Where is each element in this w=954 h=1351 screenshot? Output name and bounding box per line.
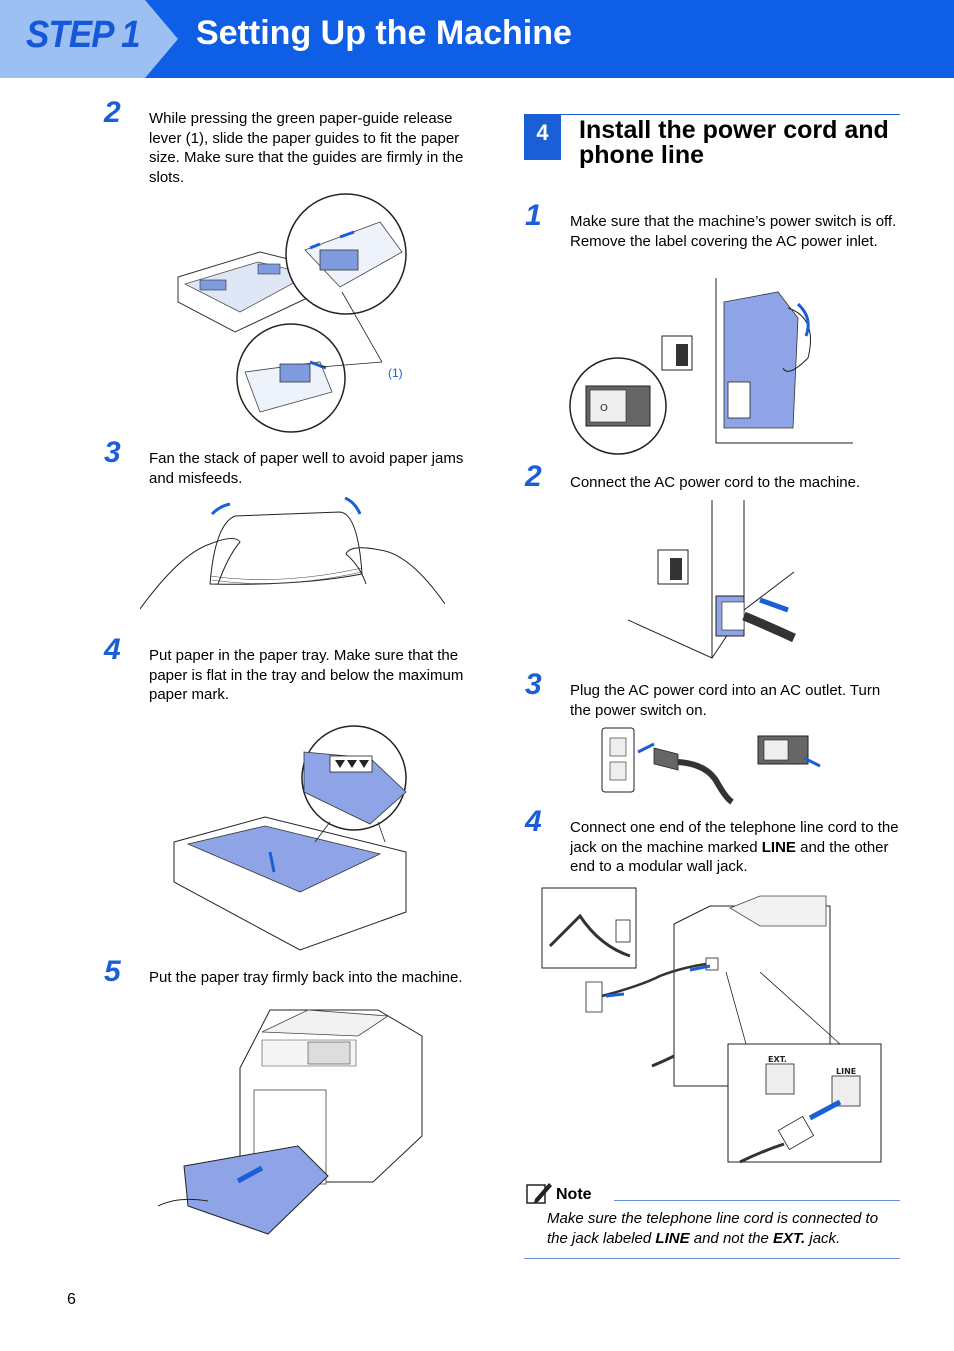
step-text: While pressing the green paper-guide rel… bbox=[149, 110, 464, 186]
fan-paper-illustration bbox=[140, 496, 445, 610]
step-tab: STEP 1 bbox=[0, 0, 178, 78]
section-rule bbox=[561, 114, 900, 115]
svg-text:O: O bbox=[600, 403, 608, 414]
header-bar: STEP 1 Setting Up the Machine bbox=[0, 0, 954, 78]
step-number: 4 bbox=[525, 805, 542, 838]
step-text: Put the paper tray firmly back into the … bbox=[149, 969, 463, 986]
step-text: Connect the AC power cord to the machine… bbox=[570, 474, 861, 491]
line-jack-label: LINE bbox=[836, 1067, 856, 1076]
power-switch-illustration: O bbox=[569, 278, 853, 455]
note-title: Note bbox=[556, 1186, 592, 1203]
step-number: 4 bbox=[104, 633, 121, 666]
step-text-part: and the other end to a modular wall jack… bbox=[570, 838, 889, 876]
machine-tray-illustration bbox=[158, 1009, 423, 1235]
step-label: STEP 1 bbox=[26, 14, 141, 56]
note-text-part: and not the bbox=[689, 1229, 773, 1247]
step-number: 3 bbox=[104, 436, 121, 469]
phone-line-illustration: EXT. LINE bbox=[541, 887, 882, 1164]
section-badge: 4 bbox=[524, 114, 561, 160]
note-text-bold: EXT. bbox=[772, 1229, 806, 1247]
step-text-bold: LINE bbox=[761, 838, 796, 856]
note-pencil-icon bbox=[526, 1183, 552, 1204]
note-rule-bottom bbox=[524, 1258, 900, 1259]
step-number: 2 bbox=[104, 96, 121, 129]
step-number: 1 bbox=[525, 199, 542, 232]
paper-tray-illustration bbox=[173, 725, 407, 951]
note-rule-top bbox=[614, 1200, 900, 1201]
step-text: Put paper in the paper tray. Make sure t… bbox=[149, 647, 464, 703]
step-text: Plug the AC power cord into an AC outlet… bbox=[570, 682, 881, 719]
paper-guide-illustration bbox=[177, 193, 407, 433]
ac-outlet-illustration bbox=[601, 727, 821, 805]
step-number: 5 bbox=[104, 955, 121, 988]
step-number: 3 bbox=[525, 668, 542, 701]
step-number: 2 bbox=[525, 460, 542, 493]
step-text-part: Connect one end of the telephone line co… bbox=[570, 819, 899, 856]
step-text: Make sure that the machine’s power switc… bbox=[570, 213, 897, 250]
note-text: Make sure the telephone line cord is con… bbox=[547, 1209, 902, 1248]
note-text-part: jack. bbox=[805, 1229, 841, 1247]
note-text-bold: LINE bbox=[655, 1229, 690, 1247]
callout-label: (1) bbox=[388, 366, 403, 380]
note-text-part: Make sure the telephone line cord is con… bbox=[547, 1210, 879, 1247]
ac-cord-machine-illustration bbox=[628, 500, 796, 659]
step-text: Fan the stack of paper well to avoid pap… bbox=[149, 450, 464, 487]
step-text: Connect one end of the telephone line co… bbox=[570, 818, 900, 877]
page-title: Setting Up the Machine bbox=[196, 14, 572, 52]
ext-jack-label: EXT. bbox=[768, 1055, 787, 1064]
section-title: Install the power cord and phone line bbox=[579, 116, 889, 169]
page-number: 6 bbox=[67, 1291, 76, 1308]
